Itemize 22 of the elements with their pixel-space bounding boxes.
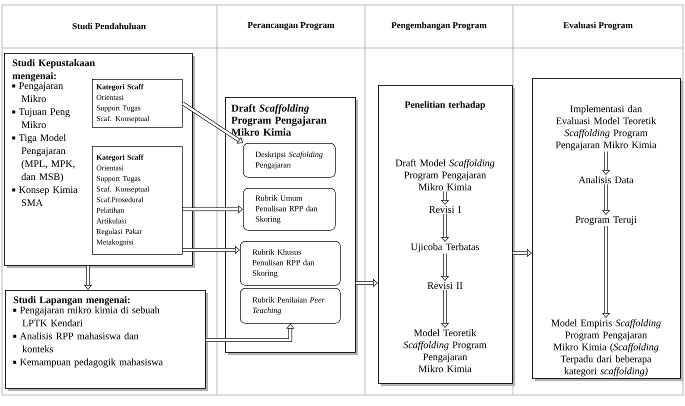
column-header: Studi Pendahuluan (72, 22, 146, 30)
column-header: Pengembangan Program (391, 22, 487, 30)
column-header: Evaluasi Program (563, 22, 633, 30)
step-text: Revisi II (428, 282, 462, 289)
step-text: Revisi I (429, 206, 461, 213)
column-header: Perancangan Program (248, 22, 334, 30)
block-arrow (182, 205, 243, 214)
step-text: Model Empiris Scaffolding Program Pengajaran Mikro Kimia (Scaffolding Terpadu dari beberapa kategori scaffolding) (551, 319, 661, 376)
block-arrow (206, 324, 294, 342)
step-text: Analisis Data (578, 176, 634, 184)
stage-box (532, 78, 683, 381)
study-box: Studi Lapangan mengenai: Pengajaran mikro kimia di sebuah LPTK Kendari Analisis RPP mahasiswa dan konteks Kemampuan pedagogik mahasiswa (5, 290, 208, 391)
rubric-box: Rubrik Penilaian Peer Teaching (240, 288, 341, 324)
block-arrow (182, 102, 243, 144)
step-text: Draft Model Scaffolding Program Pengajaran Mikro Kimia (396, 159, 494, 190)
step-text: Ujicoba Terbatas (410, 243, 480, 252)
rubric-box: Deskripsi Scafolding Pengajaran (243, 143, 336, 178)
step-text: Model Teoretik Scaffolding Program Pengajaran Mikro Kimia (403, 329, 486, 372)
rubric-box: Rubrik Khusus Penulisan RPP dan Skoring (240, 241, 341, 286)
step-text: Program Teruji (576, 216, 637, 225)
step-text: Implementasi dan Evaluasi Model Teoretik Scaffolding Program Pengajaran Mikro Kimia (556, 105, 656, 150)
rubric-box: Rubrik Umum Penulisan RPP dan Skoring (243, 188, 336, 231)
